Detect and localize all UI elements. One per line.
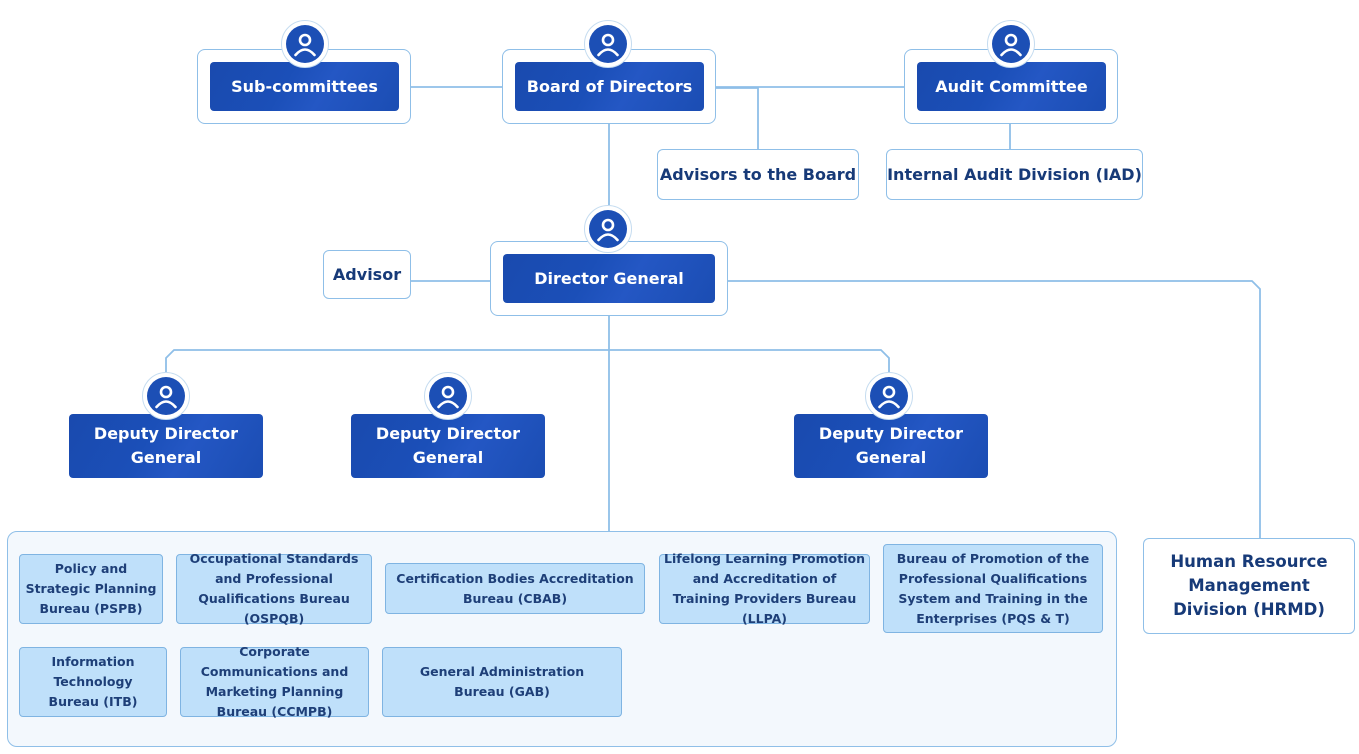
board-of-directors-node[interactable]: Board of Directors [515, 62, 704, 111]
deputy-director-general-3[interactable]: Deputy Director General [794, 414, 988, 478]
advisors-to-board-node[interactable]: Advisors to the Board [657, 149, 859, 200]
user-avatar-icon [987, 20, 1035, 68]
user-avatar-icon [584, 20, 632, 68]
user-avatar-icon [142, 372, 190, 420]
advisor-node[interactable]: Advisor [323, 250, 411, 299]
bureau-pspb[interactable]: Policy and Strategic Planning Bureau (PS… [19, 554, 163, 624]
deputy-director-general-2[interactable]: Deputy Director General [351, 414, 545, 478]
user-avatar-icon [281, 20, 329, 68]
hrmd-node[interactable]: Human Resource Management Division (HRMD… [1143, 538, 1355, 634]
user-avatar-icon [865, 372, 913, 420]
audit-committee-node[interactable]: Audit Committee [917, 62, 1106, 111]
bureau-cbab[interactable]: Certification Bodies Accreditation Burea… [385, 563, 645, 614]
bureau-ospqb[interactable]: Occupational Standards and Professional … [176, 551, 372, 626]
deputy-director-general-1[interactable]: Deputy Director General [69, 414, 263, 478]
bureau-pqst[interactable]: Bureau of Promotion of the Professional … [883, 544, 1103, 633]
user-avatar-icon [424, 372, 472, 420]
user-avatar-icon [584, 205, 632, 253]
director-general-node[interactable]: Director General [503, 254, 715, 303]
bureau-llpa[interactable]: Lifelong Learning Promotion and Accredit… [659, 551, 870, 626]
bureau-ccmpb[interactable]: Corporate Communications and Marketing P… [180, 644, 369, 719]
internal-audit-division-node[interactable]: Internal Audit Division (IAD) [886, 149, 1143, 200]
subcommittees-node[interactable]: Sub-committees [210, 62, 399, 111]
bureau-gab[interactable]: General Administration Bureau (GAB) [382, 647, 622, 717]
bureau-itb[interactable]: Information Technology Bureau (ITB) [19, 647, 167, 717]
